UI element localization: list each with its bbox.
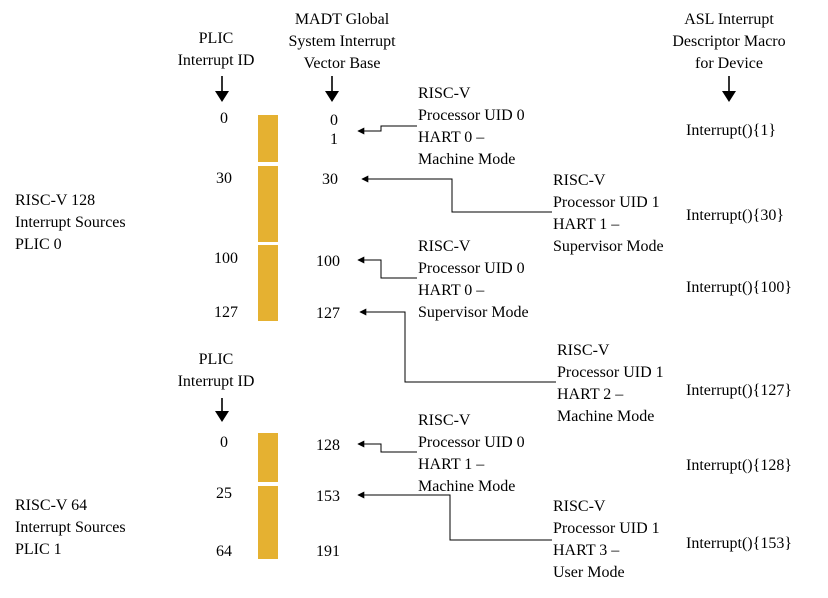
target-processor: RISC-V Processor UID 1 HART 3 – User Mod… bbox=[553, 496, 660, 584]
target-line: Processor UID 0 bbox=[418, 107, 525, 124]
connector-line bbox=[361, 175, 552, 213]
down-arrow bbox=[215, 76, 229, 102]
target-line: Supervisor Mode bbox=[553, 238, 664, 255]
header-line: Vector Base bbox=[303, 55, 381, 72]
target-line: HART 1 – bbox=[418, 456, 485, 473]
target-line: Supervisor Mode bbox=[418, 304, 529, 321]
down-arrow bbox=[722, 76, 736, 102]
plic0-id: 127 bbox=[214, 304, 238, 321]
target-line: Processor UID 0 bbox=[418, 260, 525, 277]
gsiv-value: 30 bbox=[322, 171, 338, 188]
down-arrow bbox=[215, 398, 229, 422]
target-line: HART 0 – bbox=[418, 129, 485, 146]
gsiv-value: 100 bbox=[316, 253, 340, 270]
plic0-id: 30 bbox=[216, 170, 232, 187]
header-line: for Device bbox=[695, 55, 763, 72]
asl-macro: Interrupt(){153} bbox=[686, 535, 792, 552]
plic-id-header-bottom: PLIC Interrupt ID bbox=[170, 349, 262, 393]
plic1-block-segment bbox=[258, 433, 278, 482]
target-line: RISC-V bbox=[557, 342, 610, 359]
plic1-label: RISC-V 64 Interrupt Sources PLIC 1 bbox=[15, 495, 126, 561]
target-line: RISC-V bbox=[418, 238, 471, 255]
connector-line bbox=[357, 256, 417, 279]
asl-macro-header: ASL Interrupt Descriptor Macro for Devic… bbox=[672, 9, 786, 75]
plic-id-header-top: PLIC Interrupt ID bbox=[170, 28, 262, 72]
target-line: HART 2 – bbox=[557, 386, 624, 403]
plic-label-line: Interrupt Sources bbox=[15, 519, 126, 536]
plic1-id: 25 bbox=[216, 485, 232, 502]
target-line: User Mode bbox=[553, 564, 625, 581]
plic1-id: 0 bbox=[220, 434, 228, 451]
target-line: Processor UID 0 bbox=[418, 434, 525, 451]
connector-line bbox=[357, 125, 417, 135]
header-line: MADT Global bbox=[294, 11, 390, 28]
target-processor: RISC-V Processor UID 0 HART 1 – Machine … bbox=[418, 410, 525, 498]
plic-label-line: RISC-V 128 bbox=[15, 192, 96, 209]
plic-label-line: RISC-V 64 bbox=[15, 497, 88, 514]
plic0-block-segment bbox=[258, 115, 278, 162]
target-line: Machine Mode bbox=[557, 408, 655, 425]
target-line: RISC-V bbox=[553, 172, 606, 189]
header-line: Descriptor Macro bbox=[672, 33, 786, 50]
gsiv-value: 127 bbox=[316, 305, 340, 322]
target-line: HART 0 – bbox=[418, 282, 485, 299]
header-line: PLIC bbox=[198, 351, 234, 368]
header-line: Interrupt ID bbox=[177, 373, 255, 390]
plic-label-line: PLIC 1 bbox=[15, 541, 62, 558]
asl-macro: Interrupt(){1} bbox=[686, 122, 776, 139]
asl-macro: Interrupt(){100} bbox=[686, 279, 792, 296]
gsiv-value: 191 bbox=[316, 543, 340, 560]
target-line: Machine Mode bbox=[418, 151, 516, 168]
target-line: Processor UID 1 bbox=[557, 364, 664, 381]
gsiv-value: 153 bbox=[316, 488, 340, 505]
header-line: Interrupt ID bbox=[177, 52, 255, 69]
header-line: PLIC bbox=[198, 30, 234, 47]
target-processor: RISC-V Processor UID 0 HART 0 – Machine … bbox=[418, 83, 525, 171]
asl-macro: Interrupt(){128} bbox=[686, 457, 792, 474]
plic1-block-segment bbox=[258, 486, 278, 559]
target-line: RISC-V bbox=[418, 412, 471, 429]
plic1-id: 64 bbox=[216, 543, 232, 560]
target-processor: RISC-V Processor UID 1 HART 2 – Machine … bbox=[557, 340, 664, 428]
target-processor: RISC-V Processor UID 0 HART 0 – Supervis… bbox=[418, 236, 529, 324]
down-arrow bbox=[325, 76, 339, 102]
gsiv-value: 128 bbox=[316, 437, 340, 454]
target-line: RISC-V bbox=[418, 85, 471, 102]
target-line: Processor UID 1 bbox=[553, 194, 660, 211]
gsiv-value: 0 bbox=[330, 112, 338, 129]
target-line: HART 1 – bbox=[553, 216, 620, 233]
connector-line bbox=[359, 308, 556, 383]
plic-label-line: PLIC 0 bbox=[15, 236, 62, 253]
connector-line bbox=[357, 440, 417, 453]
target-processor: RISC-V Processor UID 1 HART 1 – Supervis… bbox=[553, 170, 664, 258]
gsiv-value: 1 bbox=[330, 131, 338, 148]
target-line: HART 3 – bbox=[553, 542, 620, 559]
target-line: RISC-V bbox=[553, 498, 606, 515]
connector-line bbox=[357, 491, 552, 541]
header-line: System Interrupt bbox=[288, 33, 396, 50]
plic-label-line: Interrupt Sources bbox=[15, 214, 126, 231]
plic0-id: 100 bbox=[214, 250, 238, 267]
target-line: Processor UID 1 bbox=[553, 520, 660, 537]
madt-gsiv-header: MADT Global System Interrupt Vector Base bbox=[276, 9, 408, 75]
plic0-label: RISC-V 128 Interrupt Sources PLIC 0 bbox=[15, 190, 126, 256]
header-line: ASL Interrupt bbox=[684, 11, 774, 28]
plic0-id: 0 bbox=[220, 110, 228, 127]
asl-macro: Interrupt(){30} bbox=[686, 207, 784, 224]
target-line: Machine Mode bbox=[418, 478, 516, 495]
asl-macro: Interrupt(){127} bbox=[686, 382, 792, 399]
plic0-block-segment bbox=[258, 245, 278, 321]
plic0-block-segment bbox=[258, 166, 278, 242]
